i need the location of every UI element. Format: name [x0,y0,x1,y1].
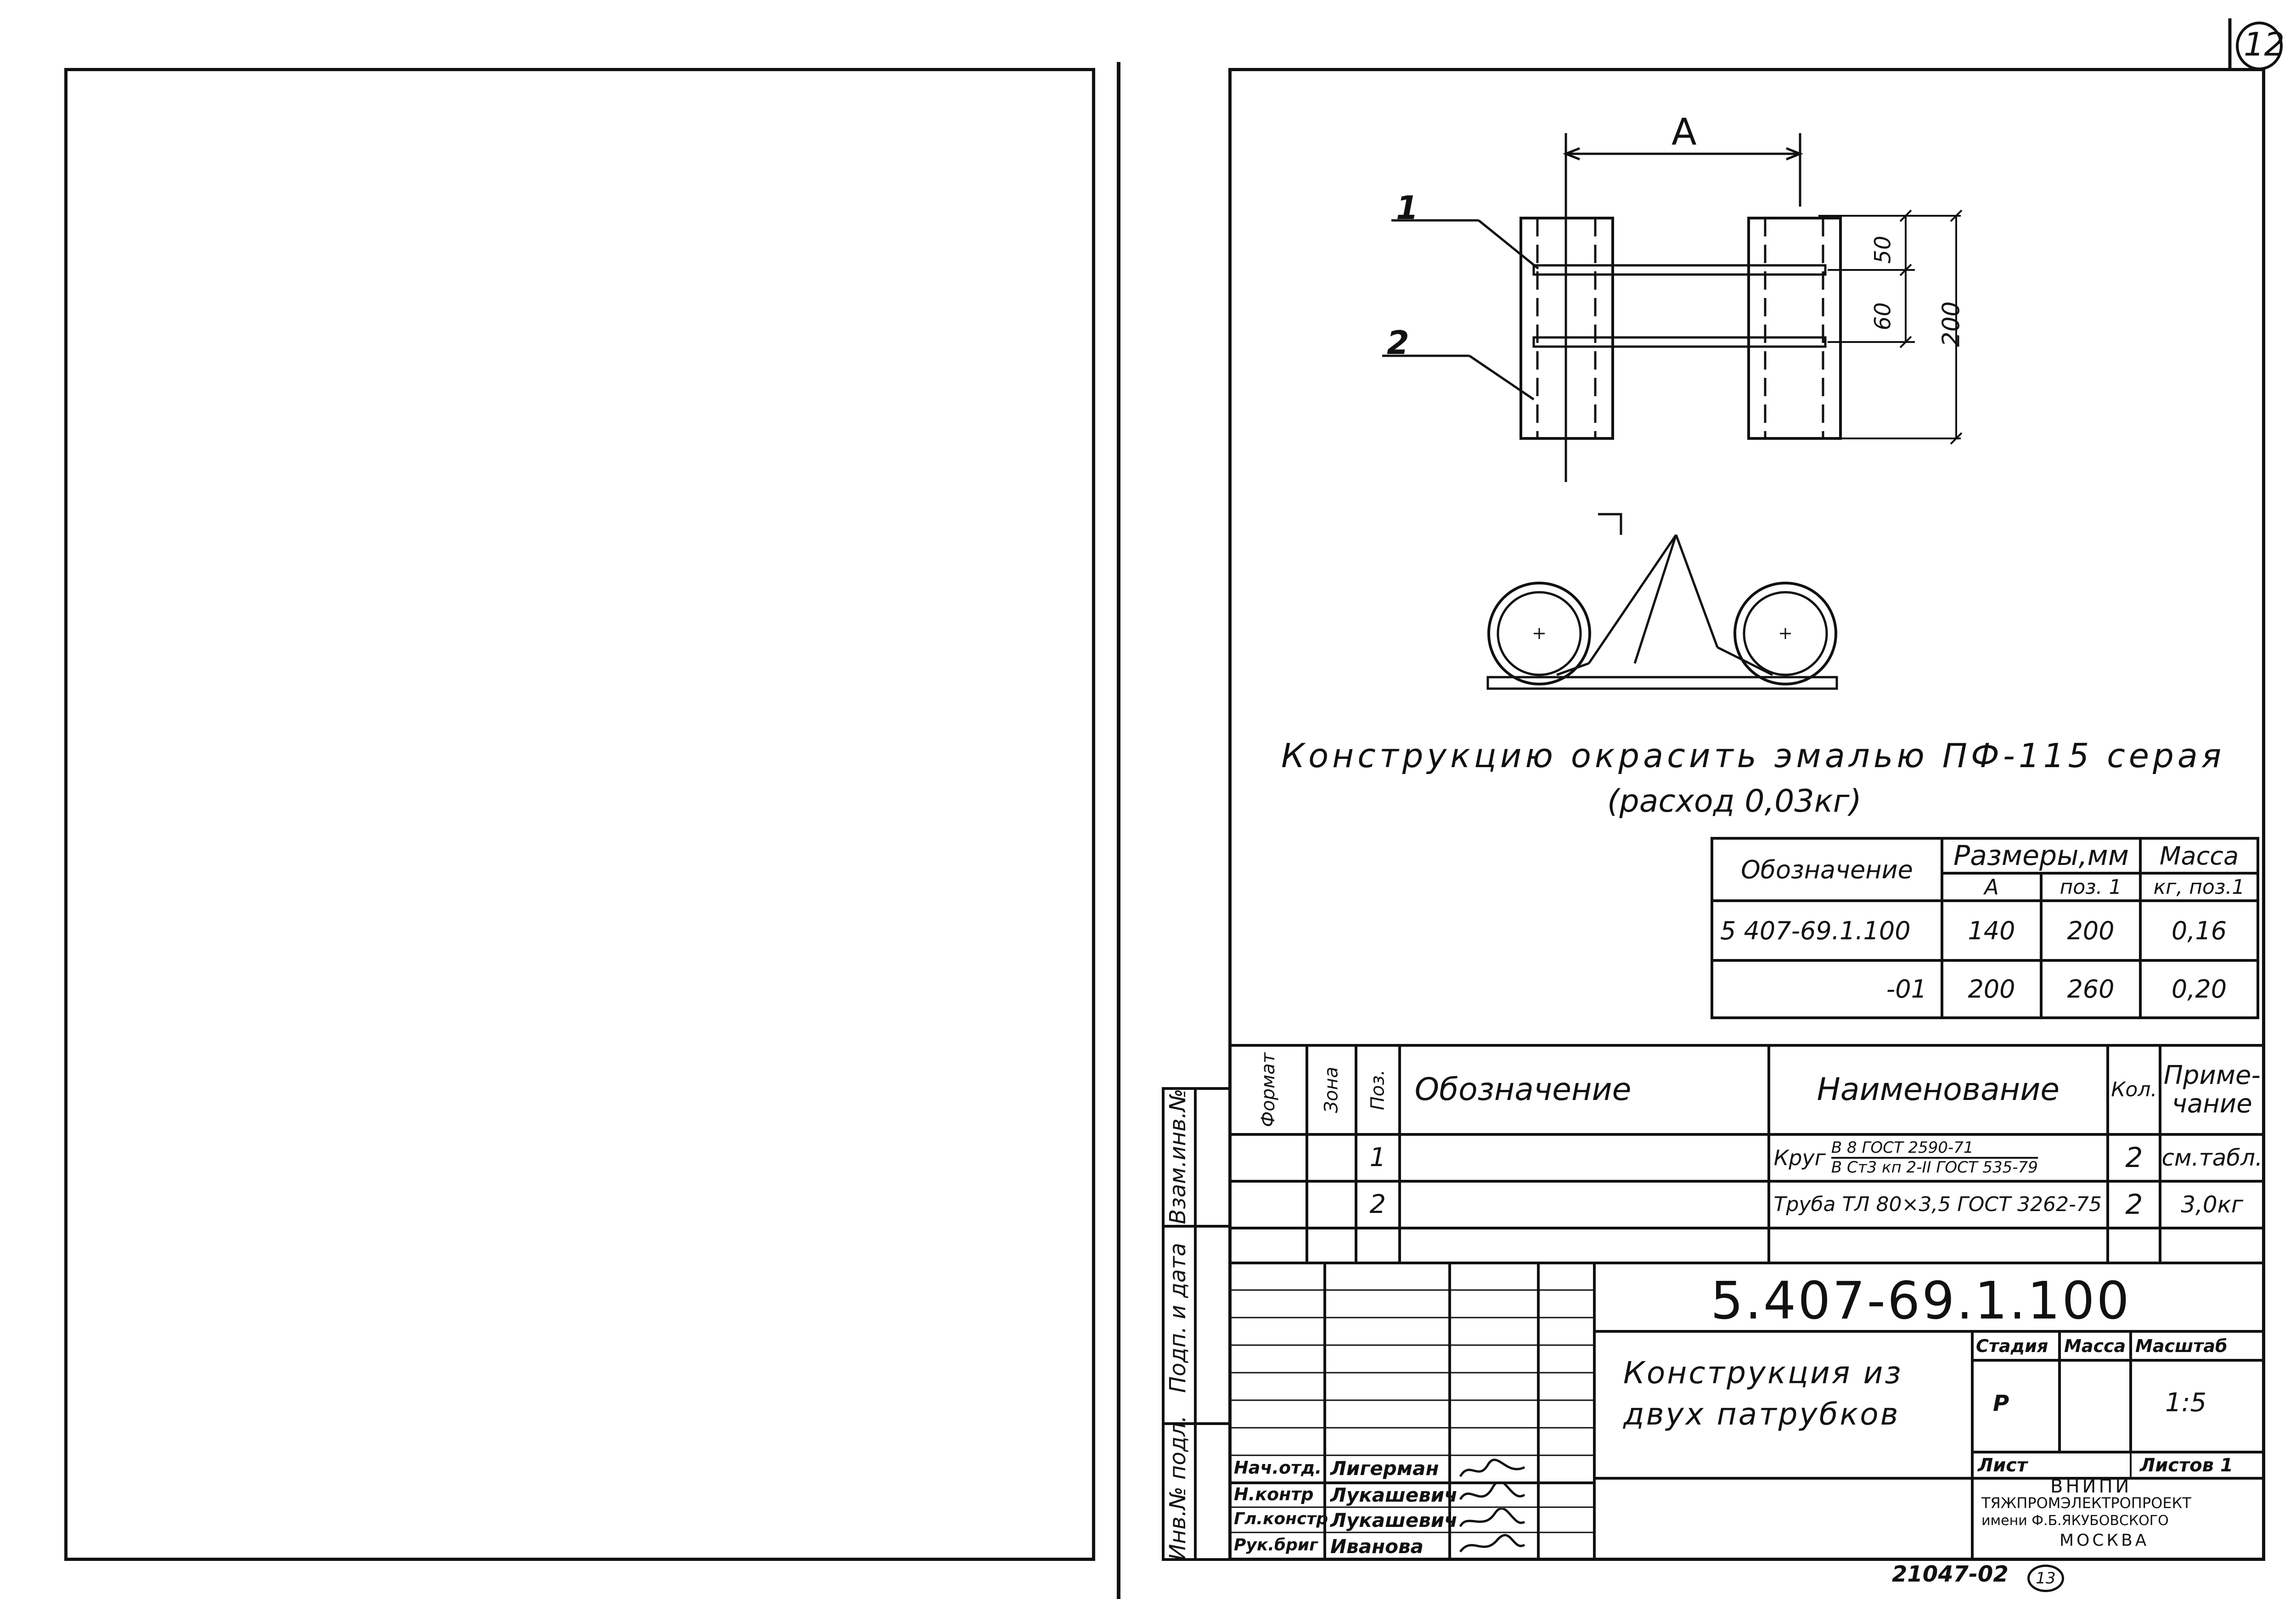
title-line2: двух патрубков [1623,1397,1900,1432]
sheets-value: 1 [2220,1455,2233,1476]
header-scale: Масштаб [2135,1336,2228,1356]
table-row: 1 Круг В 8 ГОСТ 2590-71 В Ст3 кп 2-II ГО… [1228,1133,2265,1183]
staff-role-4: Рук.бриг [1234,1536,1318,1554]
drawing-views [1382,133,1963,690]
sizes-cell-pos1: 260 [2040,959,2142,1019]
spec-cell-pos: 1 [1355,1133,1401,1183]
paint-note-line2: (расход 0,03кг) [1607,783,1862,819]
position-1-label: 1 [1396,189,1418,227]
header-sheet: Лист [1978,1455,2028,1476]
spec-header-qty: Кол. [2106,1044,2162,1136]
staff-name-3: Лукашевич [1330,1509,1458,1532]
spec-cell-pos: 2 [1355,1179,1401,1229]
sizes-header-pos1: поз. 1 [2040,872,2142,902]
bottom-archive-code: 21047-02 [1892,1561,2009,1587]
side-label-replace-inv: Взам.инв.№ [1165,1088,1191,1224]
paint-note-line1: Конструкцию окрасить эмалью ПФ-115 серая [1281,736,2225,775]
sheet-number: 12 [2244,26,2285,63]
staff-role-3: Гл.констр [1234,1509,1328,1528]
sizes-header-mass-unit: кг, поз.1 [2139,872,2259,902]
org-line1: ВНИПИ [2050,1476,2132,1497]
spec-cell-name: Труба ТЛ 80×3,5 ГОСТ 3262-75 [1767,1179,2110,1229]
main-drawing-frame [1228,68,2265,1561]
position-2-label: 2 [1387,324,1409,362]
spec-cell-qty: 2 [2106,1179,2162,1229]
spec-header-format: Формат [1228,1044,1309,1136]
staff-name-1: Лигерман [1330,1457,1439,1480]
left-blank-frame [64,68,1095,1561]
sizes-header-sizes: Размеры,мм [1941,837,2142,875]
signature-4 [1459,1534,1525,1553]
org-line3: имени Ф.Б.ЯКУБОВСКОГО [1981,1513,2169,1529]
sizes-cell-a: 200 [1941,959,2043,1019]
specification-table: Формат Зона Поз. Обозначение Наименовани… [1228,1044,2265,1265]
spec-cell-qty: 2 [2106,1133,2162,1183]
sizes-cell-pos1: 200 [2040,899,2142,962]
table-row: 2 Труба ТЛ 80×3,5 ГОСТ 3262-75 2 3,0кг [1228,1179,2265,1229]
bottom-sheet-badge: 13 [2027,1565,2064,1592]
dimension-200-label: 200 [1937,301,1965,347]
spec-header-pos: Поз. [1355,1044,1401,1136]
dimension-a-label: A [1671,111,1697,153]
sizes-cell-designation: -01 [1711,959,1943,1019]
side-label-sign-date: Подп. и дата [1165,1243,1191,1393]
spec-header-name: Наименование [1767,1044,2110,1136]
signature-3 [1459,1508,1525,1527]
spec-cell-note: 3,0кг [2159,1179,2265,1229]
table-row: 5 407-69.1.100 140 200 0,16 [1711,899,2259,962]
title-block: Нач.отд. Лигерман Н.контр Лукашевич Гл.к… [1228,1262,2265,1561]
dimension-50-label: 50 [1870,236,1896,264]
sizes-cell-designation: 5 407-69.1.100 [1711,899,1943,962]
stage-value: Р [1993,1391,2009,1416]
spec-header-designation: Обозначение [1398,1044,1770,1136]
sizes-cell-mass: 0,16 [2139,899,2259,962]
spec-cell-note: см.табл. [2159,1133,2265,1183]
staff-name-2: Лукашевич [1330,1484,1458,1506]
staff-role-1: Нач.отд. [1234,1458,1322,1478]
signature-1 [1459,1459,1525,1477]
header-stage: Стадия [1976,1336,2048,1356]
org-line2: ТЯЖПРОМЭЛЕКТРОПРОЕКТ [1981,1494,2191,1512]
sizes-cell-a: 140 [1941,899,2043,962]
title-line1: Конструкция из [1623,1355,1903,1391]
header-mass: Масса [2064,1336,2126,1356]
sizes-cell-mass: 0,20 [2139,959,2259,1019]
sheet-number-badge: 12 [2226,18,2286,73]
staff-role-2: Н.контр [1234,1484,1314,1504]
page-separator [1117,62,1120,1599]
header-sheets: Листов [2140,1455,2214,1476]
sizes-header-designation: Обозначение [1711,837,1943,902]
document-code: 5.407-69.1.100 [1711,1271,2131,1331]
dimension-60-label: 60 [1870,302,1896,331]
side-label-orig-inv: Инв.№ подл. [1165,1415,1191,1560]
table-row: -01 200 260 0,20 [1711,959,2259,1019]
staff-name-4: Иванова [1330,1535,1424,1558]
spec-header-zone: Зона [1306,1044,1358,1136]
spec-header-note: Приме-чание [2159,1044,2265,1136]
sizes-table: Обозначение Размеры,мм Масса A поз. 1 кг… [1711,837,2259,1019]
spec-cell-name: Круг В 8 ГОСТ 2590-71 В Ст3 кп 2-II ГОСТ… [1767,1133,2110,1183]
signature-2 [1459,1483,1525,1500]
scale-value: 1:5 [2165,1388,2207,1418]
sizes-header-mass: Масса [2139,837,2259,875]
sizes-header-a: A [1941,872,2043,902]
org-line4: МОСКВА [2060,1531,2150,1550]
